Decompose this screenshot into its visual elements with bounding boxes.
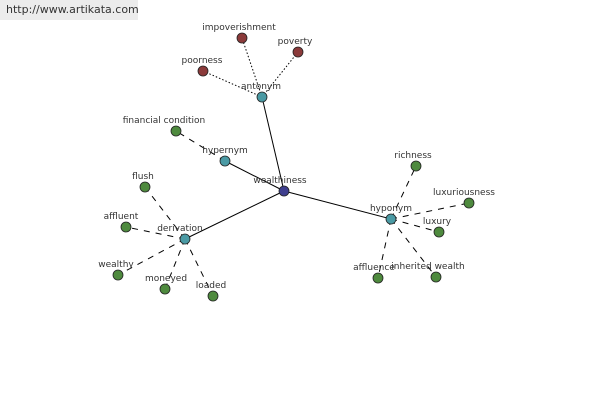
term-label-impoverishment: impoverishment bbox=[202, 23, 276, 33]
edge-antonym-poverty bbox=[261, 51, 299, 98]
term-node-moneyed[interactable] bbox=[159, 283, 171, 295]
term-node-flush[interactable] bbox=[139, 181, 151, 193]
edge-hyponym-richness bbox=[390, 165, 417, 220]
term-node-affluent[interactable] bbox=[120, 221, 132, 233]
term-label-loaded: loaded bbox=[196, 281, 227, 291]
site-url-banner[interactable]: http://www.artikata.com bbox=[0, 0, 139, 20]
edge-hypernym-financial-condition bbox=[175, 130, 226, 162]
edge-center-derivation bbox=[184, 190, 285, 240]
term-node-affluence[interactable] bbox=[372, 272, 384, 284]
term-label-poorness: poorness bbox=[182, 56, 223, 66]
edge-derivation-wealthy bbox=[117, 238, 186, 276]
term-node-richness[interactable] bbox=[410, 160, 422, 172]
term-label-flush: flush bbox=[132, 172, 154, 182]
term-label-poverty: poverty bbox=[278, 37, 313, 47]
relation-node-antonym[interactable] bbox=[256, 91, 268, 103]
edge-center-antonym bbox=[261, 96, 285, 192]
edge-hyponym-affluence bbox=[377, 218, 392, 279]
term-node-luxuriousness[interactable] bbox=[463, 197, 475, 209]
term-node-poorness[interactable] bbox=[197, 65, 209, 77]
term-node-luxury[interactable] bbox=[433, 226, 445, 238]
relation-node-hypernym[interactable] bbox=[219, 155, 231, 167]
term-label-affluent: affluent bbox=[104, 212, 139, 222]
relation-label-hypernym: hypernym bbox=[202, 146, 248, 156]
term-label-luxury: luxury bbox=[423, 217, 452, 227]
term-node-loaded[interactable] bbox=[207, 290, 219, 302]
edge-derivation-affluent bbox=[125, 226, 186, 240]
term-node-financial-condition[interactable] bbox=[170, 125, 182, 137]
term-label-inherited-wealth: inherited wealth bbox=[391, 262, 464, 272]
edge-derivation-loaded bbox=[184, 238, 214, 297]
term-node-poverty[interactable] bbox=[292, 46, 304, 58]
term-node-impoverishment[interactable] bbox=[236, 32, 248, 44]
relation-label-hyponym: hyponym bbox=[370, 204, 412, 214]
relation-label-derivation: derivation bbox=[157, 224, 203, 234]
term-label-financial-condition: financial condition bbox=[123, 116, 206, 126]
term-label-wealthy: wealthy bbox=[98, 260, 134, 270]
edge-antonym-poorness bbox=[202, 70, 263, 98]
graph-nodes bbox=[112, 32, 475, 302]
center-label-wealthiness: wealthiness bbox=[253, 176, 307, 186]
edge-hyponym-luxury bbox=[390, 218, 440, 233]
edge-center-hypernym bbox=[224, 160, 285, 192]
graph-edges bbox=[117, 37, 470, 297]
center-node-wealthiness[interactable] bbox=[278, 185, 290, 197]
term-label-affluence: affluence bbox=[353, 263, 395, 273]
term-node-wealthy[interactable] bbox=[112, 269, 124, 281]
edge-center-hyponym bbox=[283, 190, 392, 220]
term-label-richness: richness bbox=[394, 151, 432, 161]
edge-hyponym-luxuriousness bbox=[390, 202, 470, 220]
term-label-moneyed: moneyed bbox=[145, 274, 187, 284]
relation-node-hyponym[interactable] bbox=[385, 213, 397, 225]
relation-node-derivation[interactable] bbox=[179, 233, 191, 245]
relation-label-antonym: antonym bbox=[241, 82, 281, 92]
term-node-inherited-wealth[interactable] bbox=[430, 271, 442, 283]
edge-derivation-moneyed bbox=[164, 238, 186, 290]
edge-hyponym-inherited-wealth bbox=[390, 218, 437, 278]
term-label-luxuriousness: luxuriousness bbox=[433, 188, 495, 198]
